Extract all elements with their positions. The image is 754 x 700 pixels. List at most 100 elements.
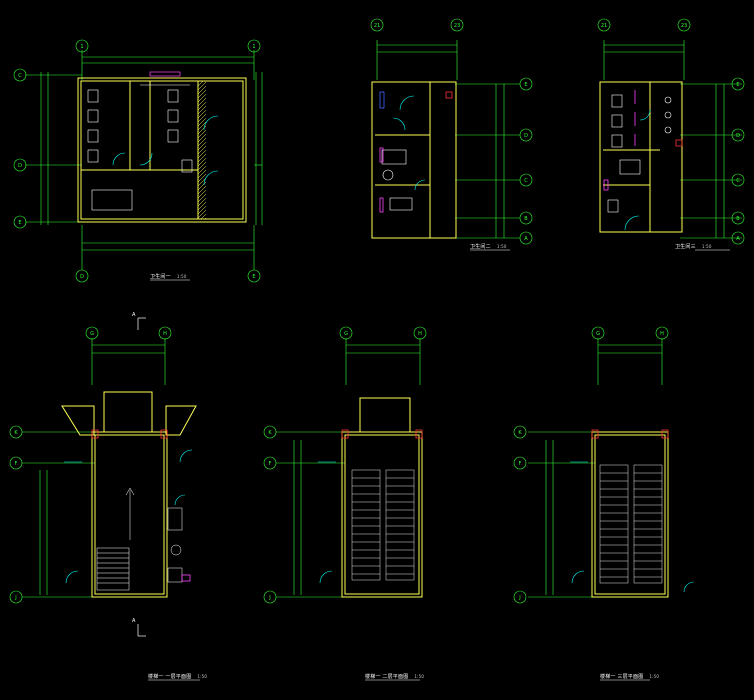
bubble-label: H [163,331,167,337]
caption-scale: 1:50 [496,244,507,249]
walls [77,77,247,223]
stair-treads [96,487,135,591]
bubble-label: F [519,461,522,467]
axis-bubbles [513,326,669,604]
walls [599,81,683,233]
markers [591,429,669,439]
axis-bubbles [370,18,533,245]
axis-bubble-icon [9,425,23,439]
bubble-label: E [736,82,739,88]
dimension-lines [376,40,520,239]
axis-bubbles [263,326,427,604]
markers [379,91,453,213]
bubble-label: 23 [454,23,460,29]
axis-bubble-icon [513,425,527,439]
axis-bubble-icon [655,326,669,340]
fixtures [607,94,672,213]
bubble-label: 23 [681,23,687,29]
axis-bubble-icon [9,590,23,604]
axis-bubble-icon [513,456,527,470]
axis-bubble-icon [519,211,533,225]
plan-stair-3f: G H K F J [513,326,695,604]
bubble-label: 1 [80,44,83,50]
walls [591,431,669,598]
section-mark-label: A [132,618,136,624]
axis-bubble-icon [263,456,277,470]
axis-bubble-icon [591,326,605,340]
bubble-label: F [269,461,272,467]
bubble-label: A [524,236,528,242]
plan-toilet-3: 21 23 E D C B A [597,18,745,245]
bubble-label: B [736,216,740,222]
bubble-label: J [14,595,16,601]
bubble-label: G [344,331,348,337]
axis-bubble-icon [85,326,99,340]
dimension-lines [528,338,663,598]
axis-bubble-icon [513,590,527,604]
bubble-label: 21 [374,23,380,29]
axis-bubble-icon [450,18,464,32]
axis-bubble-icon [75,39,89,53]
bubble-label: 21 [601,23,607,29]
markers [91,429,191,582]
markers [603,90,683,191]
walls [371,81,457,239]
axis-bubble-icon [75,269,89,283]
door-swings [112,115,219,186]
bubble-label: C [18,73,22,79]
bubble-label: 1 [252,44,255,50]
walls [341,397,423,598]
bubble-label: J [518,595,520,601]
axis-bubble-icon [519,231,533,245]
bubble-label: K [518,430,522,436]
bubble-label: F [15,461,18,467]
bubble-label: B [524,216,528,222]
axis-bubble-icon [413,326,427,340]
axis-bubble-icon [158,326,172,340]
axis-bubble-icon [519,77,533,91]
bubble-label: E [524,82,527,88]
axis-bubble-icon [9,456,23,470]
dimension-lines [276,338,421,598]
fixtures [381,149,413,211]
dimension-lines [25,50,263,270]
axis-bubble-icon [731,77,745,91]
caption-title: 卫生间三 [675,244,696,250]
door-swings [64,449,193,584]
axis-bubble-icon [519,173,533,187]
caption-title: 楼梯一 三层平面图 [600,674,644,680]
caption-scale: 1:50 [649,674,660,679]
axis-bubble-icon [677,18,691,32]
axis-bubble-icon [339,326,353,340]
bubble-label: D [736,133,740,139]
bubble-label: K [14,430,18,436]
markers [341,429,423,439]
door-swings [392,95,426,191]
bubble-label: D [18,163,22,169]
door-swings [624,109,651,231]
caption-toilet-3: 卫生间三 1:50 [675,243,712,250]
bubble-label: J [268,595,270,601]
axis-bubble-icon [731,211,745,225]
stair-treads [599,464,663,584]
plan-stair-1f: A A G H K F J [9,312,197,637]
bubble-label: C [736,178,740,184]
axis-bubble-icon [597,18,611,32]
bubble-label: D [80,274,84,280]
section-mark-label: A [132,312,136,318]
bubble-label: A [736,236,740,242]
axis-bubble-icon [13,68,27,82]
axis-bubble-icon [13,215,27,229]
door-swings [570,461,695,593]
caption-scale: 1:50 [176,274,187,279]
walls [61,391,197,598]
bubble-label: E [252,274,255,280]
stair-treads [351,469,415,581]
caption-scale: 1:50 [701,244,712,249]
axis-bubble-icon [731,173,745,187]
bubble-label: K [268,430,272,436]
